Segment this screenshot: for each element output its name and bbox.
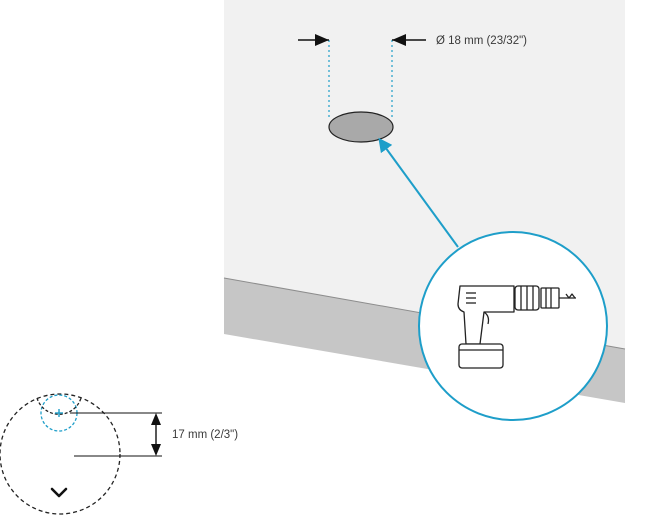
drill-callout — [418, 231, 608, 421]
drill-hole — [328, 111, 394, 143]
drill-icon — [457, 285, 576, 369]
drill-pointer-line — [378, 137, 459, 248]
offset-dimension: 17 mm (2/3") — [70, 412, 238, 457]
diameter-dimension: Ø 18 mm (23/32") — [298, 34, 527, 47]
chevron-down-icon — [50, 487, 68, 498]
hole-notch — [36, 397, 82, 415]
offset-label: 17 mm (2/3") — [172, 429, 238, 441]
center-mark-icon — [55, 409, 63, 417]
template-detail — [0, 393, 121, 515]
template-outline — [0, 393, 121, 515]
hole-diameter-label: Ø 18 mm (23/32") — [436, 35, 527, 47]
